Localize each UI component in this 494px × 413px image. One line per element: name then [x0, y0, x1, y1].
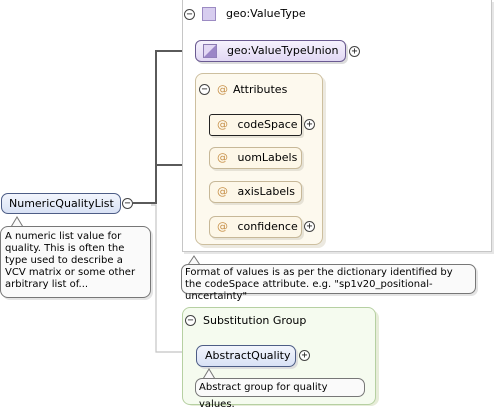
attribute-at-icon: @ — [217, 220, 228, 233]
base-type-expand-button[interactable]: + — [349, 46, 360, 57]
attribute-at-icon: @ — [217, 151, 228, 164]
type-collapse-button[interactable]: − — [184, 9, 195, 20]
attributes-title: Attributes — [233, 83, 288, 96]
substitution-collapse-button[interactable]: − — [185, 315, 196, 326]
attribute-label: axisLabels — [237, 185, 295, 198]
type-connector — [133, 50, 195, 204]
base-type-node[interactable]: geo:ValueTypeUnion — [195, 40, 346, 62]
extension-icon — [203, 44, 217, 58]
attribute-at-icon: @ — [217, 118, 228, 131]
substitution-connector — [151, 204, 196, 353]
attribute-uomlabels[interactable]: @ uomLabels — [209, 147, 302, 169]
attribute-label: uomLabels — [237, 151, 298, 164]
attribute-codespace[interactable]: @ codeSpace — [209, 114, 302, 136]
attribute-at-icon: @ — [217, 83, 228, 96]
root-documentation: A numeric list value for quality. This i… — [0, 226, 151, 298]
attribute-label: confidence — [237, 220, 298, 233]
substitution-element-expand-button[interactable]: + — [299, 350, 310, 361]
attribute-confidence[interactable]: @ confidence — [209, 216, 302, 238]
substitution-group-title: Substitution Group — [203, 314, 307, 327]
attributes-collapse-button[interactable]: − — [199, 84, 210, 95]
root-element-node[interactable]: NumericQualityList — [1, 193, 121, 214]
attribute-at-icon: @ — [217, 185, 228, 198]
root-collapse-button[interactable]: − — [122, 198, 133, 209]
type-documentation: Format of values is as per the dictionar… — [181, 264, 476, 302]
complex-type-icon — [202, 7, 216, 21]
confidence-expand-button[interactable]: + — [304, 221, 315, 232]
attribute-label: codeSpace — [237, 118, 298, 131]
substitution-element-documentation: Abstract group for quality values. — [195, 378, 365, 410]
codespace-expand-button[interactable]: + — [304, 119, 315, 130]
type-name: geo:ValueType — [226, 7, 306, 20]
attribute-axislabels[interactable]: @ axisLabels — [209, 181, 302, 203]
substitution-element-node[interactable]: AbstractQuality — [196, 345, 296, 367]
